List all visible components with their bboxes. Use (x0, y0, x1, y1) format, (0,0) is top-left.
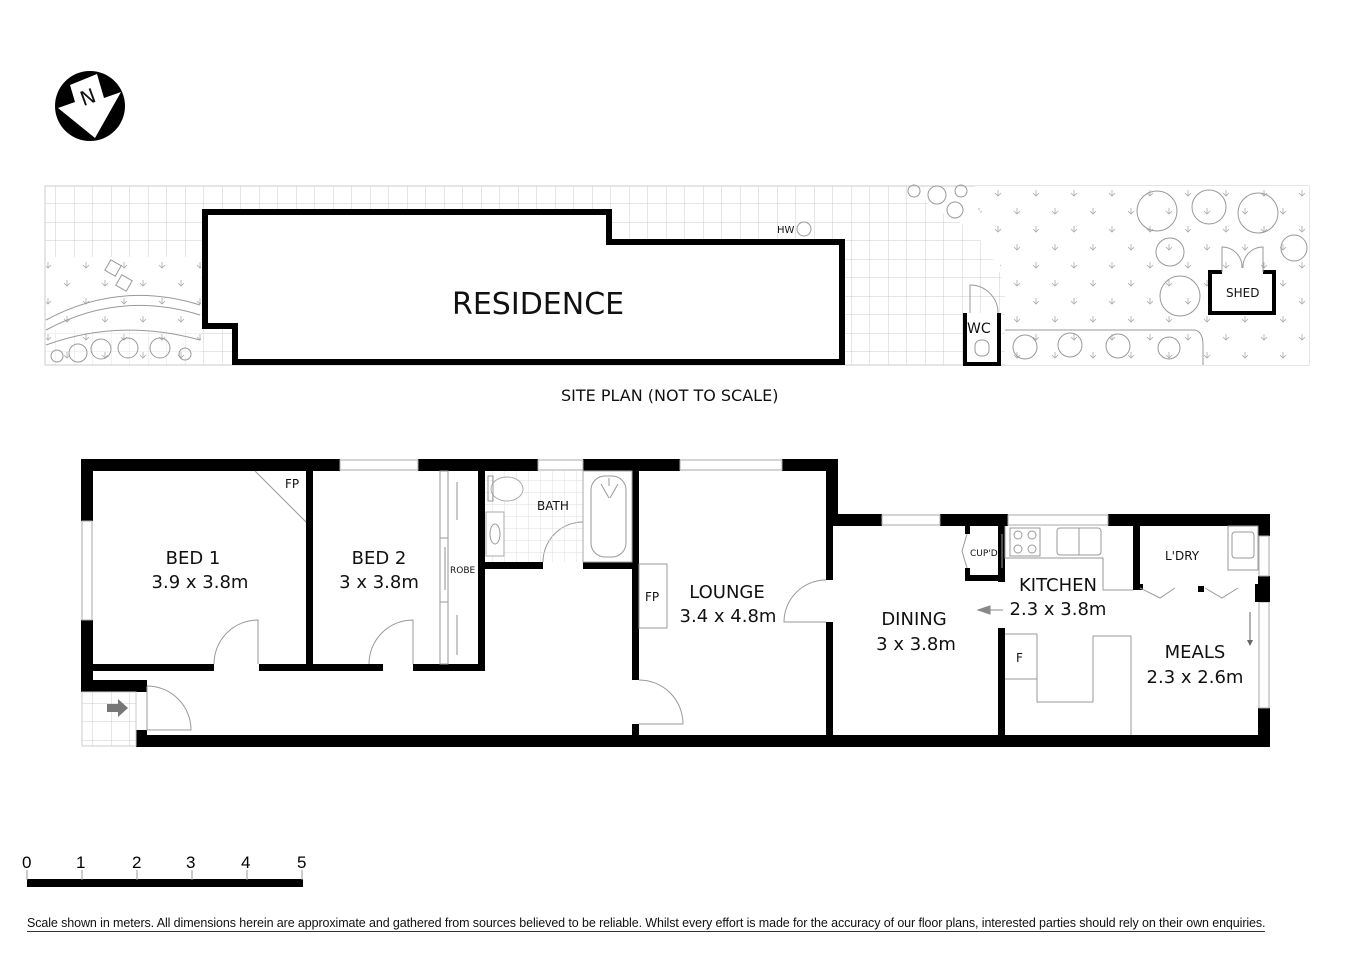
residence-outline (202, 209, 845, 365)
meals-name: MEALS (1165, 642, 1226, 663)
robe-label: ROBE (450, 566, 476, 576)
fireplace-label: FP (645, 590, 659, 604)
hot-water-icon (796, 221, 812, 237)
laundry-label: L'DRY (1165, 549, 1200, 563)
entry-arrow-icon (107, 699, 128, 717)
dining-name: DINING (881, 609, 946, 630)
scale-tick-3: 3 (186, 853, 195, 872)
wc-label: WC (967, 321, 991, 337)
scale-tick-0: 0 (22, 853, 31, 872)
floor-plan: ROBE FP BATH FP (81, 459, 1270, 747)
arrow-icon (976, 605, 1003, 615)
residence-label: RESIDENCE (452, 287, 624, 322)
north-arrow-icon: N (55, 71, 125, 141)
bed1-dims: 3.9 x 3.8m (152, 572, 249, 593)
site-plan: RESIDENCE HW WC SHED SITE PLAN (NOT TO S… (44, 184, 1310, 405)
dining-dims: 3 x 3.8m (876, 634, 956, 655)
bath-label: BATH (537, 499, 569, 513)
kitchen-dims: 2.3 x 3.8m (1010, 599, 1107, 620)
lounge-dims: 3.4 x 4.8m (680, 606, 777, 627)
fridge-label: F (1016, 651, 1023, 665)
sliding-door-arrows-icon (444, 482, 458, 655)
kitchen-name: KITCHEN (1019, 575, 1097, 596)
fireplace-label: FP (285, 477, 299, 491)
tree-icon (50, 337, 192, 363)
site-plan-caption: SITE PLAN (NOT TO SCALE) (561, 386, 778, 405)
meals-dims: 2.3 x 2.6m (1147, 667, 1244, 688)
disclaimer-text: Scale shown in meters. All dimensions he… (27, 916, 1266, 932)
scale-tick-4: 4 (241, 853, 250, 872)
bed2-dims: 3 x 3.8m (339, 572, 419, 593)
shed-label: SHED (1226, 286, 1259, 300)
bed2-name: BED 2 (352, 548, 407, 569)
scale-tick-2: 2 (132, 853, 141, 872)
scale-tick-5: 5 (297, 853, 306, 872)
cupboard-label: CUP'D (970, 549, 998, 559)
scale-bar: 0 1 2 3 4 5 (22, 853, 306, 887)
hw-label: HW (777, 225, 795, 236)
scale-tick-1: 1 (76, 853, 85, 872)
lounge-name: LOUNGE (689, 582, 765, 603)
bed1-name: BED 1 (166, 548, 221, 569)
tree-icon (907, 184, 1308, 360)
